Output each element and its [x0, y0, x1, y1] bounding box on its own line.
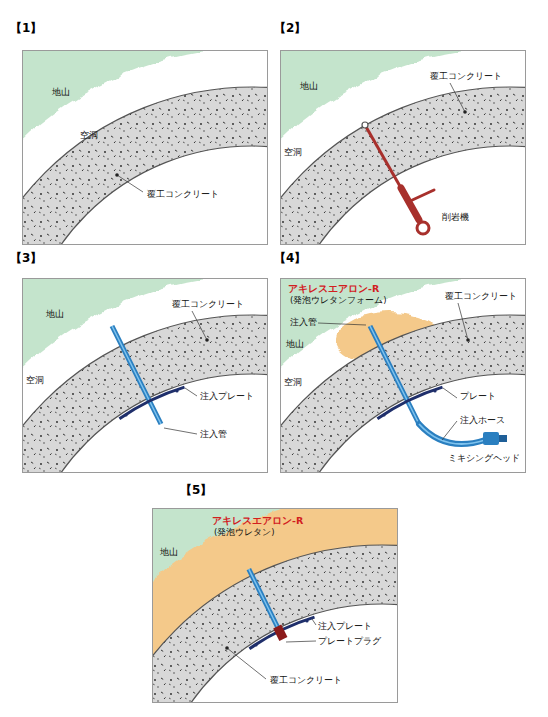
part-label: 覆工コンクリート	[147, 190, 219, 200]
product-note: (発泡ウレタン)	[214, 528, 275, 537]
part-label: ミキシングヘッド	[448, 454, 520, 464]
part-label: 覆工コンクリート	[270, 676, 342, 686]
panel-number: 【4】	[274, 252, 306, 265]
product-note: (発泡ウレタンフォーム)	[290, 296, 387, 305]
part-label: 覆工コンクリート	[445, 292, 517, 302]
region-label: 地山	[286, 340, 304, 350]
region-label: 地山	[300, 82, 318, 92]
panel-number: 【5】	[180, 484, 212, 497]
part-label: 覆工コンクリート	[172, 300, 244, 310]
product-name: アキレスエアロン-R	[288, 284, 379, 294]
region-label: 空洞	[26, 376, 44, 386]
part-label: プレートプラグ	[318, 637, 381, 647]
part-label: プレート	[460, 392, 496, 402]
part-label: 覆工コンクリート	[430, 72, 502, 82]
part-label: 注入管	[200, 430, 227, 440]
region-label: 地山	[46, 310, 64, 320]
part-label: 注入ホース	[460, 416, 505, 426]
region-label: 空洞	[80, 131, 98, 141]
part-label: 注入管	[290, 318, 317, 328]
region-label: 空洞	[284, 148, 302, 158]
panel-number: 【1】	[10, 22, 42, 35]
region-label: 地山	[160, 548, 178, 558]
part-label: 注入プレート	[200, 392, 254, 402]
part-label: 注入プレート	[318, 622, 372, 632]
panel-number: 【3】	[10, 252, 42, 265]
product-name: アキレスエアロン-R	[212, 516, 303, 526]
part-label: 削岩機	[442, 213, 469, 223]
panel-5	[37, 493, 548, 717]
panel-number: 【2】	[274, 22, 306, 35]
region-label: 地山	[52, 88, 70, 98]
region-label: 空洞	[284, 378, 302, 388]
